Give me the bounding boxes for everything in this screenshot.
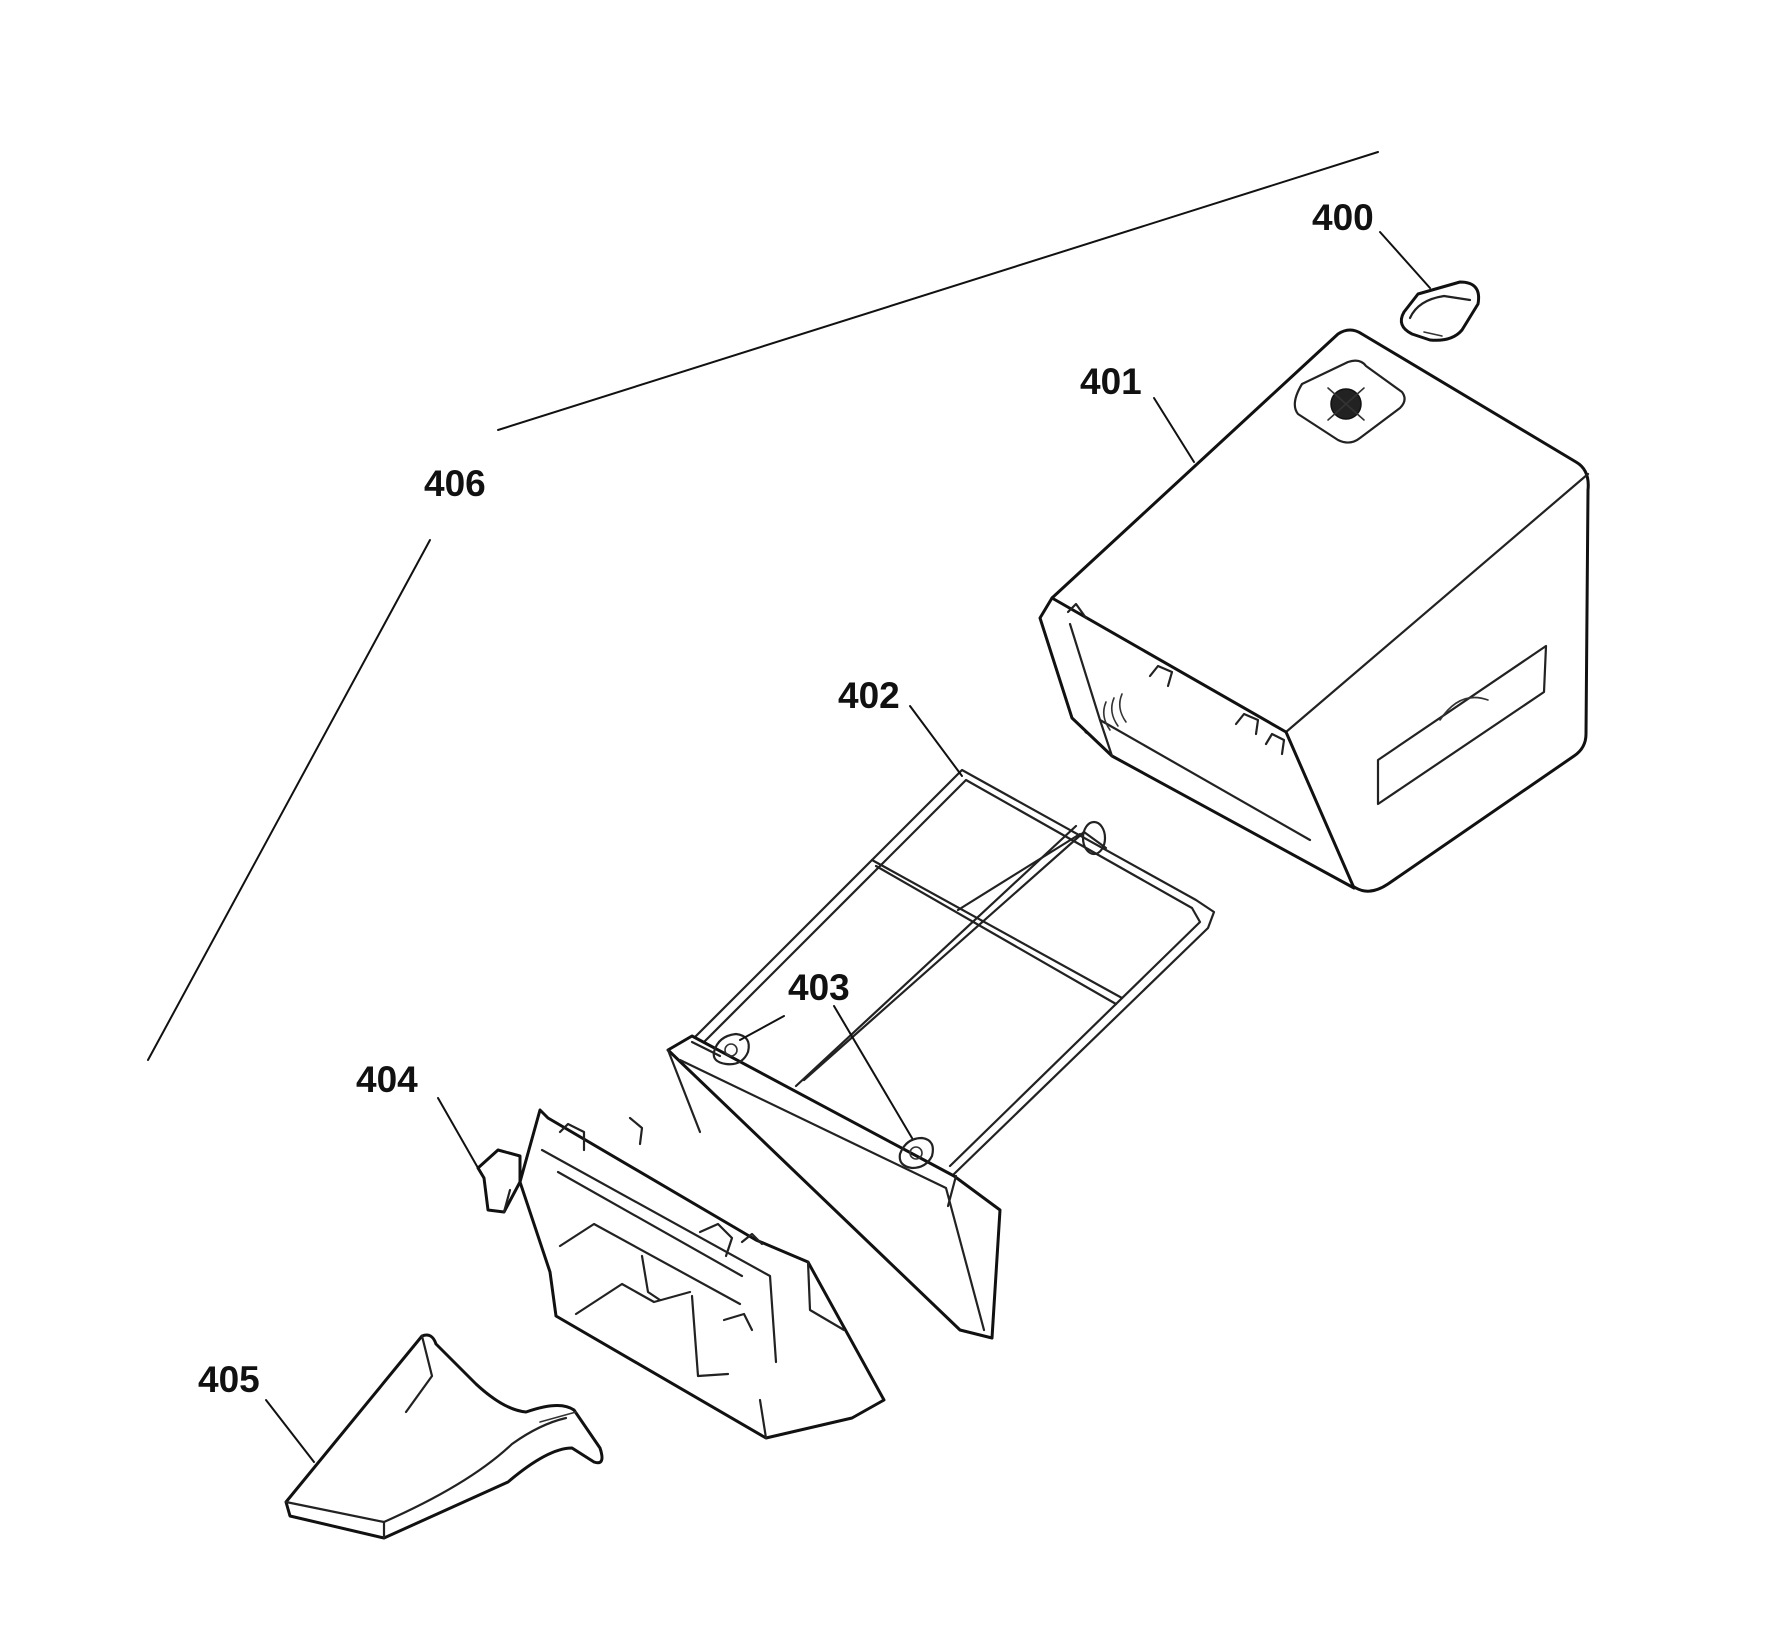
callout-labels: 400 401 402 403 404 405 406 [198,197,1374,1400]
leader-403b [833,1005,913,1139]
leader-404 [437,1097,479,1169]
callout-400: 400 [1312,197,1374,238]
chute-flap-405 [284,1333,604,1540]
leader-402 [909,705,963,777]
assembly-bracket-406 [147,151,1379,1061]
callout-401: 401 [1080,361,1142,402]
callout-403: 403 [788,967,850,1008]
leader-403a [739,1015,785,1041]
callout-405: 405 [198,1359,260,1400]
leader-401 [1153,397,1195,463]
callout-402: 402 [838,675,900,716]
bag-frame-402 [666,768,1216,1340]
leader-lines [265,231,1431,1463]
callout-406: 406 [424,463,486,504]
callout-404: 404 [356,1059,418,1100]
grass-bag-cover-401 [1038,328,1590,893]
leader-405 [265,1399,315,1463]
bag-inlet-frame-404 [476,1108,886,1440]
cap-400 [1399,280,1481,342]
leader-400 [1379,231,1431,289]
frame-clip-403 [712,1032,934,1170]
